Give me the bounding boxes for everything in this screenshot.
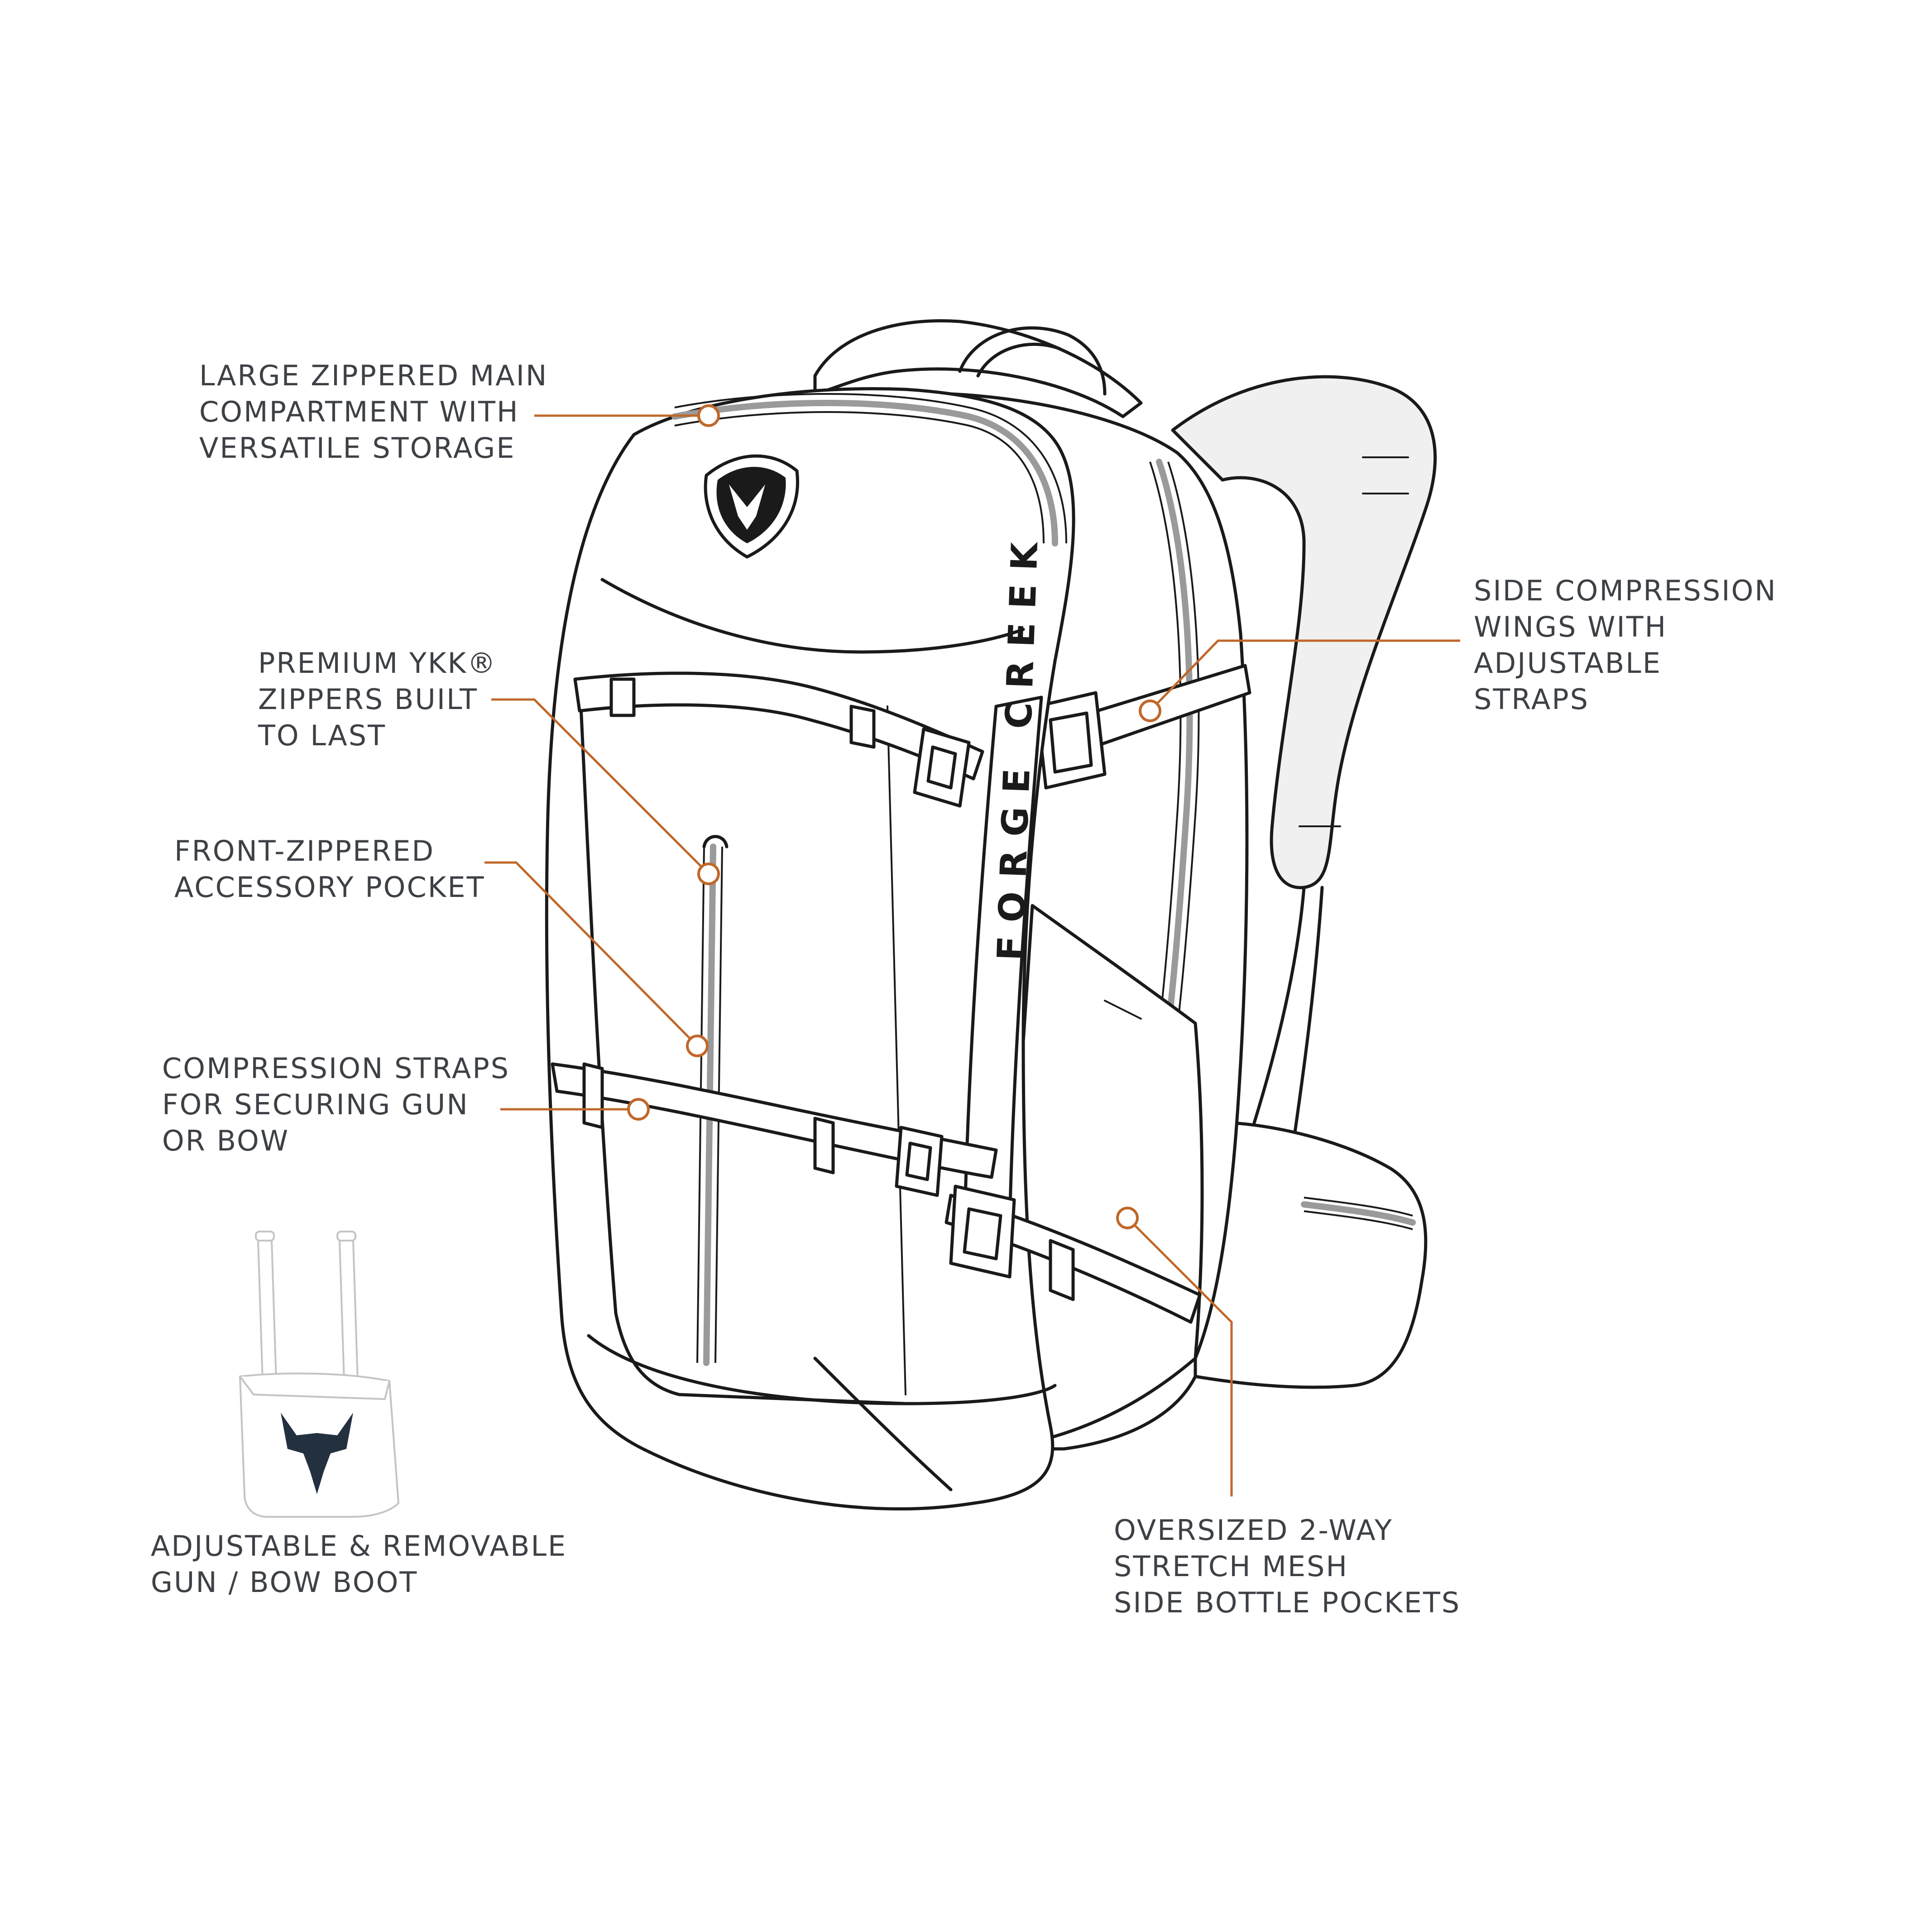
lower-compression-strap [551, 1062, 998, 1197]
callout-bottle-pockets: OVERSIZED 2-WAY STRETCH MESH SIDE BOTTLE… [1114, 1514, 1461, 1619]
top-handle [813, 319, 1143, 418]
callout-gun-bow-boot: ADJUSTABLE & REMOVABLE GUN / BOW BOOT [151, 1529, 567, 1599]
shield-logo [704, 454, 799, 559]
hip-belt [1194, 1120, 1428, 1389]
callout-side-compression-wings: SIDE COMPRESSION WINGS WITH ADJUSTABLE S… [1474, 574, 1777, 716]
callout-compression-straps: COMPRESSION STRAPS FOR SECURING GUN OR B… [162, 1052, 510, 1157]
callout-accessory-pocket: FRONT-ZIPPERED ACCESSORY POCKET [174, 834, 485, 904]
callout-ykk-zippers: PREMIUM YKK® ZIPPERS BUILT TO LAST [258, 647, 497, 752]
callout-main-compartment: LARGE ZIPPERED MAIN COMPARTMENT WITH VER… [199, 359, 548, 465]
